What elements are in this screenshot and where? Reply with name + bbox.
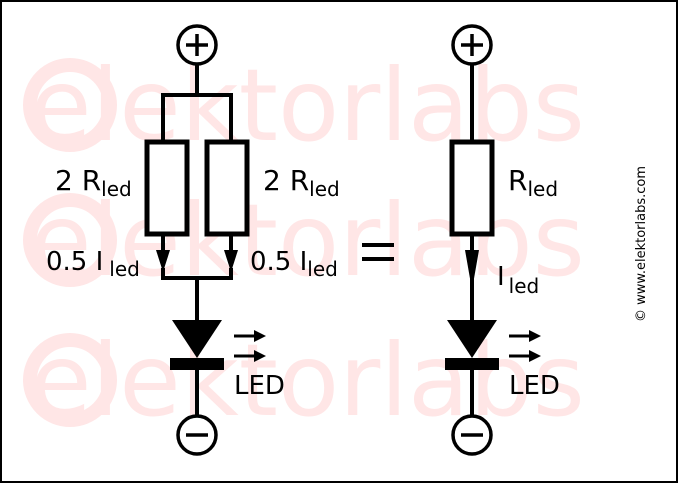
watermark-row-3: elektorlabs xyxy=(23,322,585,439)
resistor-left-label: 2 Rled xyxy=(55,164,132,201)
watermark-row-1: elektorlabs xyxy=(23,47,585,164)
watermark-logo-circle xyxy=(23,58,117,152)
led-symbol xyxy=(445,320,499,416)
equals-sign xyxy=(362,243,394,261)
minus-terminal xyxy=(451,414,493,456)
watermark-text: elektorlabs xyxy=(30,322,585,439)
led-symbol xyxy=(170,320,224,416)
resistor-left xyxy=(144,139,190,237)
watermark-text: elektorlabs xyxy=(30,47,585,164)
watermark-logo-circle xyxy=(23,193,117,287)
led-label-left: LED xyxy=(234,371,285,401)
current-right-label: 0.5 Iled xyxy=(250,247,338,281)
resistor-label: Rled xyxy=(508,164,558,201)
light-arrows-icon xyxy=(509,330,541,362)
top-wires xyxy=(161,64,233,142)
watermark: elektorlabs elektorlabs elektorlabs xyxy=(23,47,585,439)
copyright-text: © www.elektorlabs.com xyxy=(634,166,649,322)
current-arrow-left xyxy=(156,250,170,272)
left-circuit xyxy=(144,24,266,456)
right-circuit xyxy=(445,24,541,456)
resistor-right-label: 2 Rled xyxy=(263,164,340,201)
current-arrow-right xyxy=(224,250,238,272)
led-label-right: LED xyxy=(509,371,560,401)
resistor-right xyxy=(204,139,250,237)
current-arrow xyxy=(465,250,479,290)
resistor xyxy=(449,139,495,237)
light-arrows-icon xyxy=(234,330,266,362)
watermark-logo-circle xyxy=(23,333,117,427)
minus-terminal xyxy=(176,414,218,456)
